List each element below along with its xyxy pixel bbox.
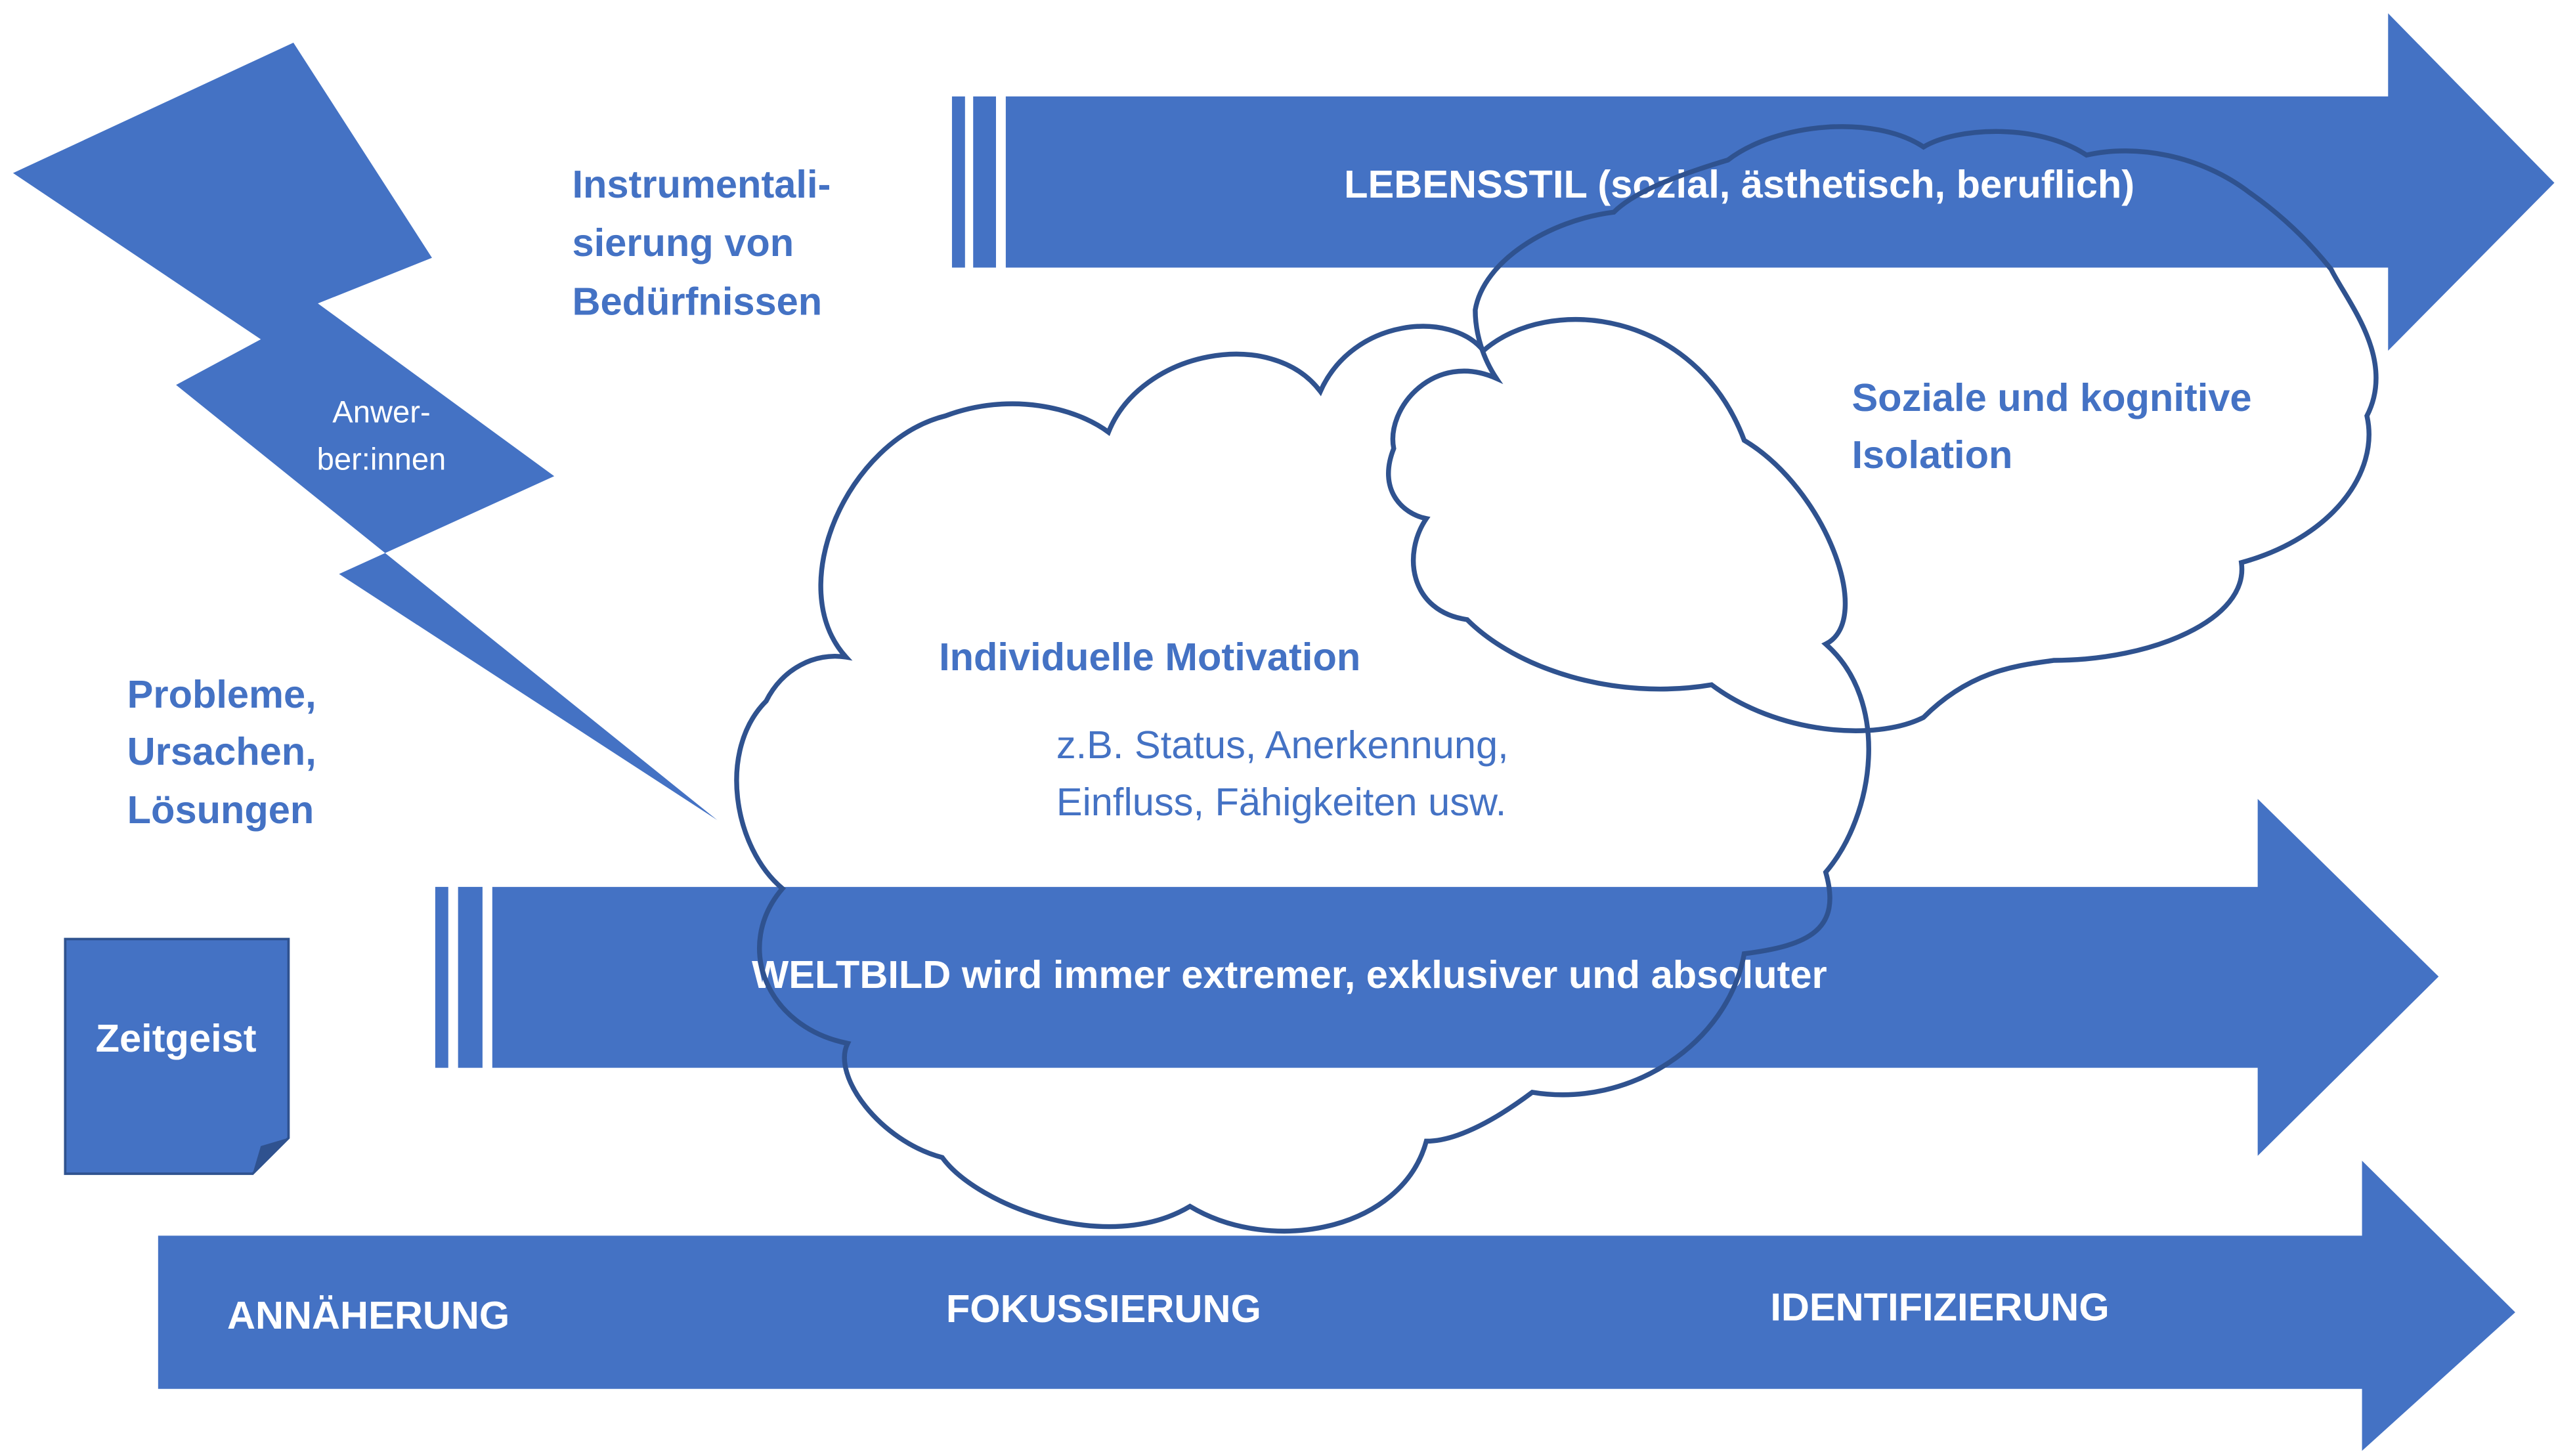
lebensstil-arrow-body	[1005, 13, 2555, 351]
probleme-label: Probleme, Ursachen, Lösungen	[127, 672, 316, 832]
isolation-cloud-outline	[1386, 124, 2379, 733]
probleme-line2: Ursachen,	[127, 729, 316, 773]
lightning-label-line1: Anwer-	[332, 394, 430, 429]
weltbild-arrow-body	[492, 799, 2439, 1156]
lebensstil-arrow: LEBENSSTIL (sozial, ästhetisch, beruflic…	[951, 13, 2555, 351]
zeitgeist-note-fold	[252, 1138, 289, 1174]
lebensstil-stripe-1	[951, 96, 965, 268]
motivation-body-line1: z.B. Status, Anerkennung,	[1056, 723, 1509, 767]
instrumentalisierung-line2: sierung von	[572, 221, 794, 265]
weltbild-arrow: WELTBILD wird immer extremer, exklusiver…	[435, 799, 2439, 1156]
motivation-body-line2: Einfluss, Fähigkeiten usw.	[1056, 780, 1507, 824]
phase-fokussierung: FOKUSSIERUNG	[946, 1287, 1261, 1331]
phase-annaeherung: ANNÄHERUNG	[227, 1293, 509, 1337]
lebensstil-label: LEBENSSTIL (sozial, ästhetisch, beruflic…	[1344, 162, 2134, 206]
lightning-label-line2: ber:innen	[317, 441, 446, 476]
weltbild-stripe-1	[435, 887, 448, 1068]
probleme-line1: Probleme,	[127, 672, 316, 716]
motivation-title: Individuelle Motivation	[939, 635, 1360, 679]
weltbild-label: WELTBILD wird immer extremer, exklusiver…	[752, 953, 1827, 996]
isolation-line2: Isolation	[1852, 433, 2012, 477]
instrumentalisierung-line1: Instrumentali-	[572, 162, 831, 206]
phase-identifizierung: IDENTIFIZIERUNG	[1770, 1285, 2109, 1329]
phases-arrow: ANNÄHERUNG FOKUSSIERUNG IDENTIFIZIERUNG	[158, 1161, 2515, 1451]
instrumentalisierung-label: Instrumentali- sierung von Bedürfnissen	[572, 162, 831, 324]
weltbild-stripe-2	[458, 887, 483, 1068]
zeitgeist-note: Zeitgeist	[64, 937, 290, 1175]
instrumentalisierung-line3: Bedürfnissen	[572, 280, 822, 324]
motivation-cloud-outline	[734, 317, 1871, 1234]
lebensstil-stripe-2	[973, 96, 996, 268]
probleme-line3: Lösungen	[127, 788, 314, 832]
zeitgeist-label: Zeitgeist	[96, 1016, 257, 1060]
isolation-line1: Soziale und kognitive	[1852, 375, 2251, 419]
lightning-bolt-shape	[12, 42, 718, 821]
phases-arrow-body	[158, 1161, 2515, 1451]
